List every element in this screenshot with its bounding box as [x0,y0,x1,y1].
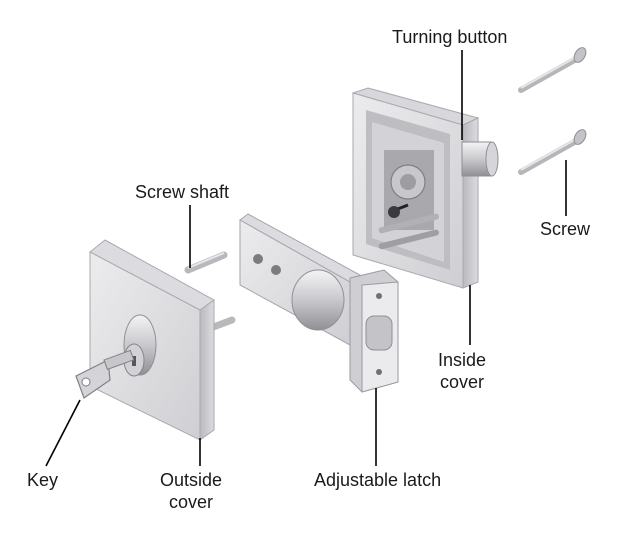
leader-lines [45,50,567,467]
screw-bottom [518,129,587,175]
label-inside-cover: Inside cover [438,349,486,393]
leader-key [45,399,81,467]
label-key: Key [27,470,59,490]
label-turning-button: Turning button [392,27,508,47]
label-outside-cover-line1: Outside [160,470,223,490]
label-inside-cover-line2: cover [440,372,485,392]
label-screw: Screw [540,219,591,239]
turning-button [461,141,499,177]
screw-top [518,47,587,93]
outside-cover [89,239,215,441]
adjustable-latch [239,213,399,393]
label-adjustable-latch: Adjustable latch [314,470,442,490]
key [75,349,135,399]
label-screw-shaft: Screw shaft [135,182,230,202]
label-inside-cover-line1: Inside [438,350,487,370]
label-outside-cover: Outside cover [160,469,222,513]
inside-cover [351,87,480,289]
label-outside-cover-line2: cover [169,492,214,512]
